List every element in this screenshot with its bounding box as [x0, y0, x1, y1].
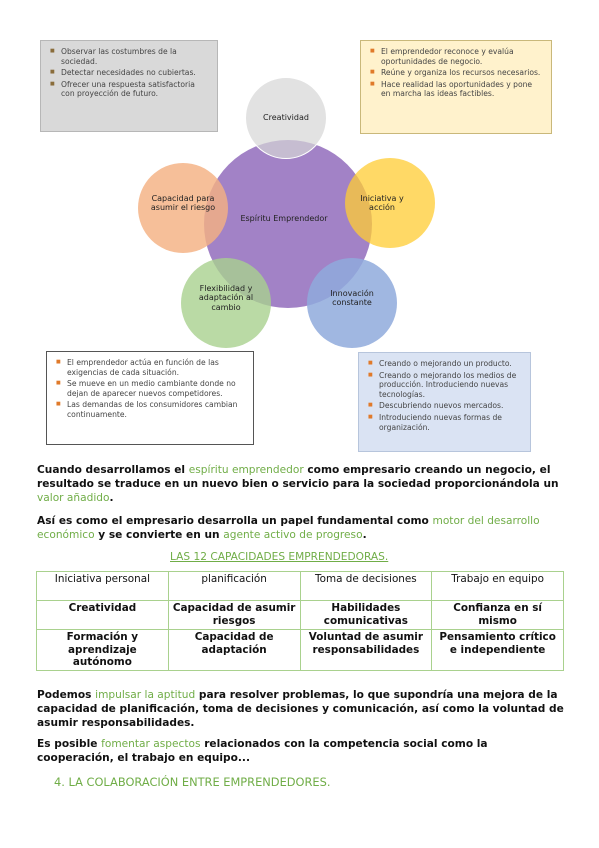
- note-item: Creando o mejorando los medios de produc…: [368, 371, 522, 400]
- note-item: Ofrecer una respuesta satisfactoria con …: [50, 80, 209, 99]
- note-item: Las demandas de los consumidores cambian…: [56, 400, 245, 419]
- riesgo-circle: Capacidad para asumir el riesgo: [138, 163, 228, 253]
- table-cell: Creatividad: [36, 600, 169, 630]
- paragraph-impulsar-aptitud: Podemos impulsar la aptitud para resolve…: [37, 689, 564, 730]
- circle-label: Capacidad para asumir el riesgo: [150, 193, 216, 213]
- note-item: Hace realidad las oportunidades y pone e…: [370, 80, 543, 99]
- table-cell: planificación: [167, 571, 301, 601]
- circle-label: Innovación constante: [330, 288, 374, 308]
- highlight-term: fomentar aspectos: [101, 738, 201, 750]
- table-cell: Confianza en sí mismo: [431, 600, 564, 630]
- capacities-table: Iniciativa personal planificación Toma d…: [36, 571, 564, 671]
- circle-label: Iniciativa y acción: [360, 193, 404, 213]
- table-cell: Voluntad de asumir responsabilidades: [299, 629, 433, 671]
- table-cell: Toma de decisiones: [299, 571, 433, 601]
- innovacion-notes-box: Creando o mejorando un producto. Creando…: [358, 352, 531, 452]
- circle-label: Flexibilidad y adaptación al cambio: [198, 283, 254, 312]
- table-cell: Formación y aprendizaje autónomo: [36, 629, 169, 671]
- center-label: Espíritu Emprendedor: [240, 214, 328, 224]
- section-heading: 4. LA COLABORACIÓN ENTRE EMPRENDEDORES.: [54, 775, 331, 789]
- note-item: Detectar necesidades no cubiertas.: [50, 68, 209, 78]
- iniciativa-notes-box: El emprendedor reconoce y evalúa oportun…: [360, 40, 552, 134]
- table-cell: Capacidad de adaptación: [167, 629, 301, 671]
- highlight-term: agente activo de progreso: [223, 529, 363, 542]
- paragraph-valor-anadido: Cuando desarrollamos el espíritu emprend…: [37, 464, 559, 505]
- note-item: Introduciendo nuevas formas de organizac…: [368, 413, 522, 432]
- highlight-term: espíritu emprendedor: [188, 464, 304, 476]
- note-item: Se mueve en un medio cambiante donde no …: [56, 379, 245, 398]
- highlight-term: valor añadido: [37, 492, 110, 505]
- creatividad-circle: Creatividad: [245, 77, 327, 159]
- table-cell: Trabajo en equipo: [431, 571, 564, 601]
- flexibilidad-notes-box: El emprendedor actúa en función de las e…: [46, 351, 254, 445]
- table-row: Creatividad Capacidad de asumir riesgos …: [36, 600, 564, 630]
- circle-label: Creatividad: [263, 113, 309, 123]
- table-cell: Capacidad de asumir riesgos: [167, 600, 301, 630]
- table-cell: Habilidades comunicativas: [299, 600, 433, 630]
- highlight-term: impulsar la aptitud: [95, 689, 196, 701]
- capacities-title: LAS 12 CAPACIDADES EMPRENDEDORAS.: [170, 551, 389, 563]
- note-item: Reúne y organiza los recursos necesarios…: [370, 68, 543, 78]
- innovacion-circle: Innovación constante: [307, 258, 397, 348]
- flexibilidad-circle: Flexibilidad y adaptación al cambio: [181, 258, 271, 348]
- highlight-term: motor del desarrollo económico: [37, 515, 540, 542]
- note-item: El emprendedor reconoce y evalúa oportun…: [370, 47, 543, 66]
- paragraph-motor-desarrollo: Así es como el empresario desarrolla un …: [37, 515, 540, 542]
- iniciativa-circle: Iniciativa y acción: [345, 158, 435, 248]
- note-item: Descubriendo nuevos mercados.: [368, 401, 522, 411]
- creatividad-notes-box: Observar las costumbres de la sociedad. …: [40, 40, 218, 132]
- paragraph-fomentar-aspectos: Es posible fomentar aspectos relacionado…: [37, 738, 488, 765]
- table-row: Formación y aprendizaje autónomo Capacid…: [36, 629, 564, 671]
- table-row: Iniciativa personal planificación Toma d…: [36, 571, 564, 601]
- table-cell: Pensamiento crítico e independiente: [431, 629, 564, 671]
- note-item: Creando o mejorando un producto.: [368, 359, 522, 369]
- note-item: Observar las costumbres de la sociedad.: [50, 47, 209, 66]
- note-item: El emprendedor actúa en función de las e…: [56, 358, 245, 377]
- table-cell: Iniciativa personal: [36, 571, 169, 601]
